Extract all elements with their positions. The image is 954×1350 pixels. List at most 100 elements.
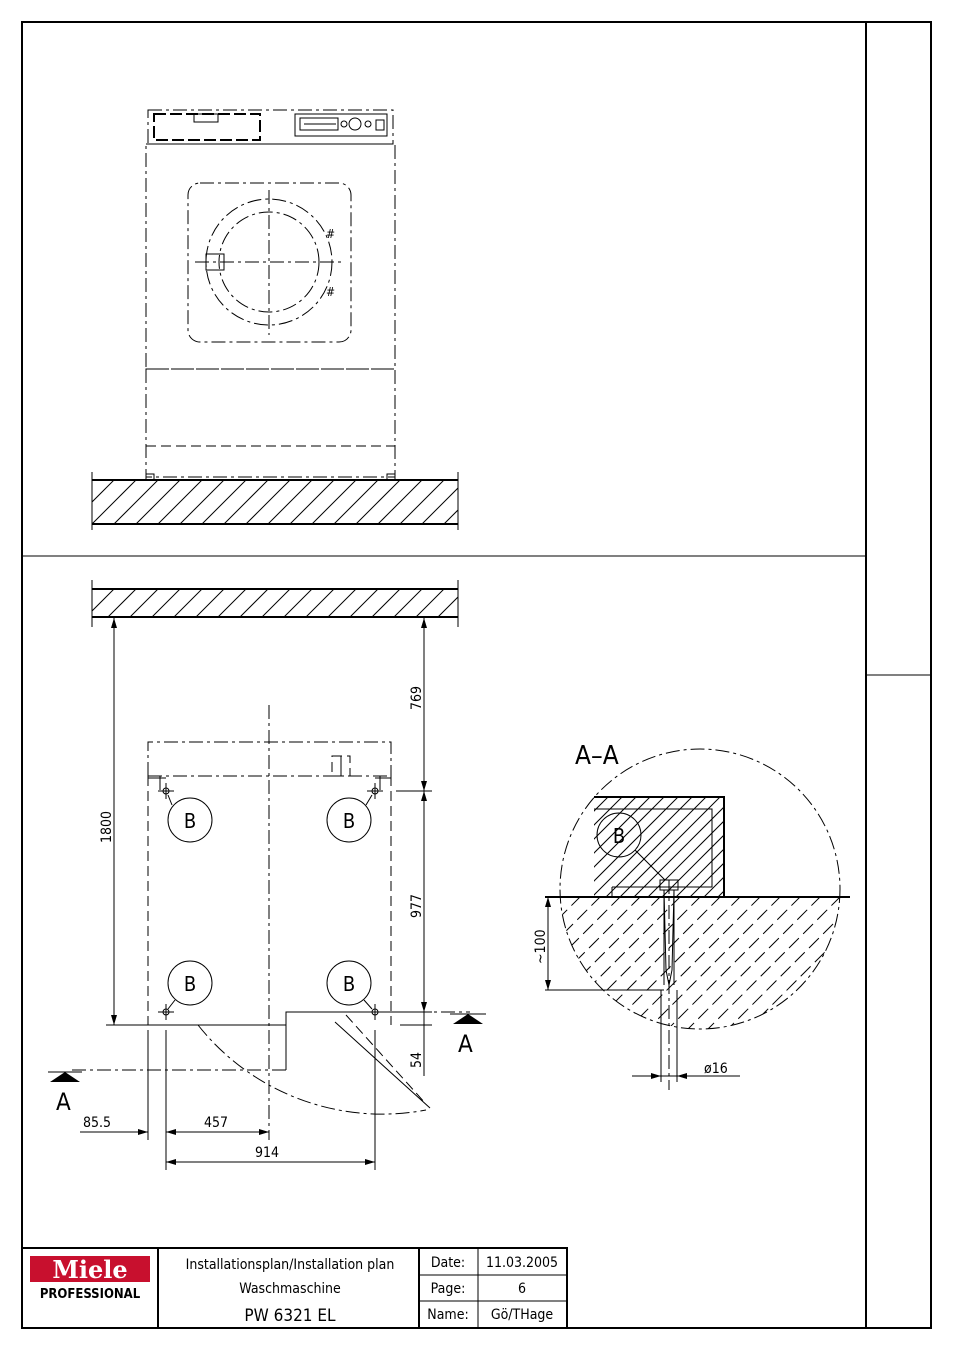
page-label: Page:	[431, 1281, 466, 1297]
hatch-line	[262, 589, 290, 617]
svg-text:#: #	[326, 285, 335, 299]
hatch-line	[416, 589, 444, 617]
hatch-line	[328, 589, 356, 617]
drawing-frame	[22, 22, 931, 1328]
hatch-line	[494, 797, 594, 897]
callout-b-4-label: B	[343, 972, 355, 996]
floor-hatch-top	[48, 480, 532, 524]
dim-914: 914	[255, 1145, 279, 1161]
hatch-line	[490, 897, 640, 1047]
hatch-line	[224, 480, 268, 524]
dim-1800: 1800	[99, 811, 115, 843]
hatch-line	[438, 589, 466, 617]
hatch-line	[530, 897, 680, 1047]
hatch-line	[268, 480, 312, 524]
dim-977: 977	[409, 894, 425, 918]
hatch-line	[356, 480, 400, 524]
title-block: Miele PROFESSIONAL Installationsplan/Ins…	[22, 1248, 567, 1328]
date-label: Date:	[431, 1255, 465, 1271]
hatch-line	[92, 480, 136, 524]
hatch-line	[306, 589, 334, 617]
section-detail: A–A B ~100	[410, 741, 954, 1090]
callout-b-4: B	[327, 961, 372, 1009]
hatch-line	[870, 897, 954, 1047]
brand-sub: PROFESSIONAL	[40, 1287, 141, 1302]
hatch-line	[312, 480, 356, 524]
hatch-line	[650, 897, 800, 1047]
hatch-line	[730, 897, 880, 1047]
hatch-line	[890, 897, 954, 1047]
hatch-line	[130, 589, 158, 617]
hatch-line	[240, 589, 268, 617]
hatch-line	[114, 480, 158, 524]
hatch-line	[770, 897, 920, 1047]
hatch-line	[488, 480, 532, 524]
dim-457: 457	[204, 1115, 228, 1131]
hatch-line	[570, 897, 720, 1047]
hatch-line	[422, 480, 466, 524]
callout-b-5-label: B	[613, 824, 625, 848]
name-value: Gö/THage	[491, 1307, 554, 1323]
callout-b-3: B	[168, 961, 212, 1009]
hatch-line	[196, 589, 224, 617]
section-marker-left: A	[56, 1088, 71, 1116]
hatch-line	[510, 897, 660, 1047]
callout-b-1: B	[168, 795, 212, 842]
dim-54: 54	[409, 1052, 425, 1068]
callout-b-3-label: B	[184, 972, 196, 996]
hatch-line	[48, 480, 92, 524]
hatch-line	[830, 897, 954, 1047]
hatch-line	[372, 589, 400, 617]
hatch-line	[950, 897, 954, 1047]
dim-85-5: 85.5	[83, 1115, 111, 1131]
hatch-line	[670, 897, 820, 1047]
hatch-line	[732, 797, 832, 897]
dim-depth: ~100	[533, 929, 549, 964]
hatch-line	[746, 797, 846, 897]
section-title: A–A	[575, 741, 619, 771]
hatch-line	[400, 480, 444, 524]
hatch-line	[136, 480, 180, 524]
hatch-line	[718, 797, 818, 897]
hatch-line	[802, 797, 902, 897]
dim-diameter: ø16	[704, 1061, 728, 1077]
hatch-line	[810, 897, 954, 1047]
name-label: Name:	[427, 1307, 468, 1323]
hatch-line	[610, 897, 760, 1047]
hatch-line	[450, 897, 600, 1047]
hatch-line	[410, 897, 560, 1047]
hatch-line	[760, 797, 860, 897]
callout-b-2: B	[327, 795, 372, 842]
model-name: PW 6321 EL	[244, 1306, 336, 1326]
hatch-line	[180, 480, 224, 524]
hatch-line	[444, 480, 488, 524]
hatch-line	[508, 797, 608, 897]
hatch-line	[108, 589, 136, 617]
hatch-line	[690, 897, 840, 1047]
hatch-line	[334, 480, 378, 524]
date-value: 11.03.2005	[486, 1255, 558, 1271]
wall-plan	[64, 580, 510, 627]
hatch-line	[430, 897, 580, 1047]
plan-title: Installationsplan/Installation plan	[186, 1257, 395, 1273]
plan-subtitle: Waschmaschine	[239, 1281, 341, 1297]
section-marker-right: A	[458, 1030, 473, 1058]
hatch-line	[64, 589, 92, 617]
hatch-line	[710, 897, 860, 1047]
hatch-line	[158, 480, 202, 524]
svg-text:#: #	[326, 227, 335, 241]
dim-769: 769	[409, 686, 425, 710]
hatch-line	[774, 797, 874, 897]
hatch-line	[460, 589, 488, 617]
hatch-line	[246, 480, 290, 524]
hatch-line	[378, 480, 422, 524]
hatch-line	[350, 589, 378, 617]
plan-view: B B B B A A	[48, 618, 486, 1170]
hatch-line	[470, 897, 620, 1047]
hatch-line	[284, 589, 312, 617]
hatch-line	[788, 797, 888, 897]
hatch-line	[202, 480, 246, 524]
hatch-line	[290, 480, 334, 524]
front-view: # #	[48, 110, 532, 530]
